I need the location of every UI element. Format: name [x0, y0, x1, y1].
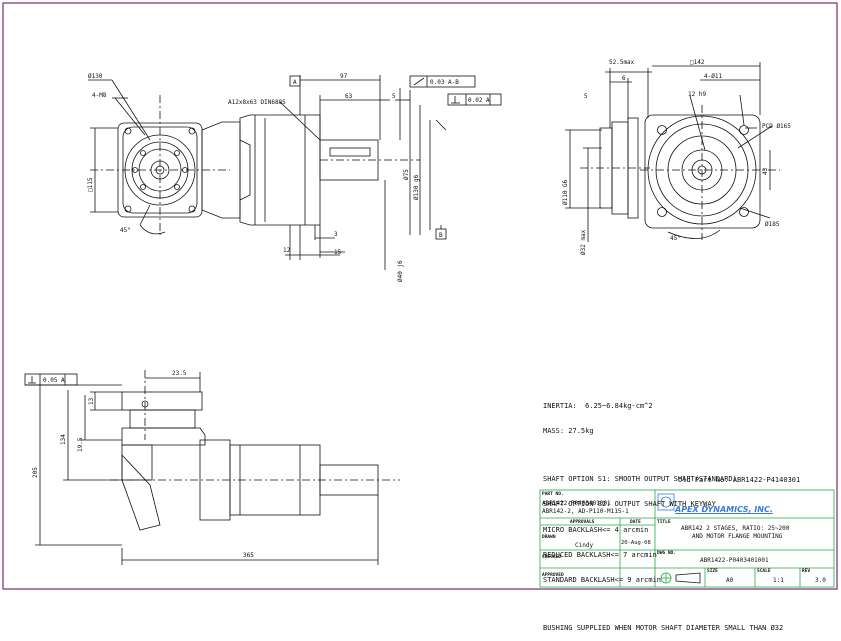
part-no-2: ABR142-2, AD-P110-M115-1	[542, 508, 629, 515]
dia-75: Ø75	[403, 169, 410, 180]
sheet-border	[2, 2, 838, 590]
dim-23-5: 23.5	[172, 370, 187, 377]
dim-5: 5	[392, 93, 396, 100]
part-no-1: ABR1422-P0403401001	[542, 500, 611, 507]
drawing-sheet: 97 63 5 3 12 15 A12x8x63 DIN6885 Ø130 4-…	[2, 2, 838, 590]
checked-label: CHECKED	[542, 555, 561, 560]
dim-19-5: 19.5	[77, 437, 84, 452]
dia-32-max: Ø32 max	[580, 229, 587, 255]
dim-365: 365	[243, 552, 254, 559]
old-part-number: Old Part No. ABR1422-P4140301	[678, 476, 801, 484]
front-view-labels: 0.05 A 23.5 13 19.5 134 205 365	[32, 370, 254, 559]
note-inertia: INERTIA: 6.25~6.84kg-cm^2	[543, 401, 653, 410]
end-view	[565, 62, 780, 242]
scale-label: SCALE	[757, 569, 771, 574]
part-no-label: PART NO.	[542, 492, 564, 497]
dwg-no: ABR1422-P0403401001	[700, 557, 769, 564]
dia-130-g6: Ø130 g6	[413, 174, 420, 200]
dia-110-g6: Ø110 G6	[562, 179, 569, 205]
title-line-1: ABR142 2 STAGES, RATIO: 25~200	[681, 525, 790, 532]
drawn-label: DRAWN	[542, 535, 556, 540]
dim-3: 3	[334, 231, 338, 238]
fcf-perpendicular: 0.02 A	[468, 97, 490, 104]
approvals-label: APPROVALS	[570, 520, 595, 525]
holes-callout: 4-M8	[92, 92, 107, 99]
dia-40-j6: Ø40 j6	[397, 260, 404, 282]
dia-185: Ø185	[765, 221, 780, 228]
dim-97: 97	[340, 73, 348, 80]
note-mass: MASS: 27.5kg	[543, 427, 594, 436]
drawn-by: Cindy	[575, 542, 594, 549]
rev-value: 3.0	[815, 577, 826, 584]
dim-52-5-max: 52.5max	[609, 59, 635, 66]
note-shaft-s2: SHAFT OPTION S2: OUTPUT SHAFT WITH KEYWA…	[543, 500, 716, 509]
note-reduced-backlash: REDUCED BACKLASH<= 7 arcmin	[543, 550, 657, 559]
end-view-labels: 52.5max 6 □142 4-Ø11 12 h9 5 PCD Ø165 Ø1…	[562, 59, 791, 255]
fcf-runout: 0.03 A-B	[430, 79, 459, 86]
side-view-labels: 97 63 5 3 12 15 A12x8x63 DIN6885 Ø130 4-…	[87, 73, 490, 282]
flange-square: □115	[87, 177, 94, 192]
title-block	[539, 489, 835, 588]
logo-emblem	[657, 493, 675, 511]
key-12-h9: 12 h9	[688, 91, 706, 98]
datum-a: A	[293, 79, 297, 86]
approved-label: APPROVED	[542, 573, 564, 578]
note-standard-backlash: STANDARD BACKLASH<= 9 arcmin	[543, 575, 662, 584]
holes-4-11: 4-Ø11	[704, 73, 722, 80]
note-micro-backlash: MICRO BACKLASH<= 4 arcmin	[543, 525, 649, 534]
dim-15: 15	[334, 249, 342, 256]
datum-b: B	[439, 232, 443, 239]
dim-5: 5	[584, 93, 588, 100]
dwg-no-label: DWG NO.	[657, 551, 676, 556]
drawn-date: 20-Aug-08	[621, 540, 651, 546]
dim-43: 43	[762, 167, 769, 175]
front-view	[24, 370, 400, 565]
company-logo: APEX DYNAMICS, INC.	[675, 505, 773, 514]
pcd-165: PCD Ø165	[762, 123, 791, 130]
dim-63: 63	[345, 93, 353, 100]
key-callout: A12x8x63 DIN6885	[228, 99, 286, 106]
title-line-2: AND MOTOR FLANGE MOUNTING	[692, 533, 783, 540]
scale-value: 1:1	[773, 577, 784, 584]
note-shaft-s1: SHAFT OPTION S1: SMOOTH OUTPUT SHAFT(STA…	[543, 475, 737, 484]
angle-45: 45°	[670, 235, 681, 242]
fcf-perpendicular-front: 0.05 A	[43, 377, 65, 384]
dim-12: 12	[283, 247, 291, 254]
date-label: DATE	[630, 520, 641, 525]
side-view	[88, 75, 502, 270]
bore-callout: Ø130	[88, 73, 103, 80]
angle-callout: 45°	[120, 227, 131, 234]
dim-13: 13	[88, 397, 95, 405]
title-label: TITLE	[657, 520, 671, 525]
note-bushing: BUSHING SUPPLIED WHEN MOTOR SHAFT DIAMET…	[543, 623, 784, 632]
dim-134: 134	[60, 434, 67, 445]
dim-205: 205	[32, 467, 39, 478]
rev-label: REV	[802, 569, 811, 574]
dim-6: 6	[622, 75, 626, 82]
size-label: SIZE	[707, 569, 718, 574]
square-142: □142	[690, 59, 705, 66]
size-value: A0	[726, 577, 734, 584]
